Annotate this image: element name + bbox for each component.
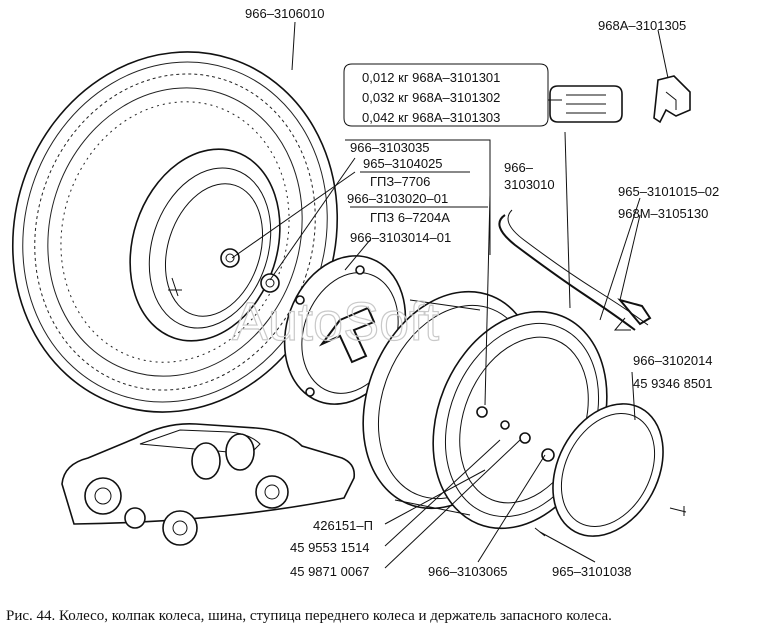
label-nut-1: 426151–П xyxy=(313,518,373,533)
label-holder-2: 968M–3105130 xyxy=(618,206,708,221)
label-nut-3: 45 9871 0067 xyxy=(290,564,370,579)
label-weight-2: 0,032 кг 968A–3101302 xyxy=(362,90,500,105)
label-stud: 966–3103065 xyxy=(428,564,508,579)
balance-weight-drawing xyxy=(549,75,691,124)
label-rim-b: 3103010 xyxy=(504,177,555,192)
label-nut-2: 45 9553 1514 xyxy=(290,540,370,555)
label-bearing-3: ГПЗ–7706 xyxy=(370,174,430,189)
label-bearing-1: 966–3103035 xyxy=(350,140,430,155)
leader-lines xyxy=(231,21,669,569)
label-cap-1: 966–3102014 xyxy=(633,353,713,368)
label-tire: 966–3106010 xyxy=(245,6,325,21)
label-hub: 966–3103014–01 xyxy=(350,230,451,245)
label-bolt: 965–3101038 xyxy=(552,564,632,579)
label-weight-part: 968A–3101305 xyxy=(598,18,686,33)
tire-drawing xyxy=(11,51,339,413)
figure-caption: Рис. 44. Колесо, колпак колеса, шина, ст… xyxy=(6,608,612,624)
holder-strap-drawing xyxy=(498,209,652,331)
watermark-text: AutoSoft xyxy=(232,292,439,352)
label-weight-1: 0,012 кг 968A–3101301 xyxy=(362,70,500,85)
label-bearing-2: 965–3104025 xyxy=(363,156,443,171)
label-holder-1: 965–3101015–02 xyxy=(618,184,719,199)
car-drawing xyxy=(61,422,356,546)
label-bearing-5: ГПЗ 6–7204А xyxy=(370,210,450,225)
label-weight-3: 0,042 кг 968A–3101303 xyxy=(362,110,500,125)
label-bearing-4: 966–3103020–01 xyxy=(347,191,448,206)
hubcap-drawing xyxy=(534,403,687,537)
label-cap-2: 45 9346 8501 xyxy=(633,376,713,391)
label-rim-a: 966– xyxy=(504,160,534,175)
